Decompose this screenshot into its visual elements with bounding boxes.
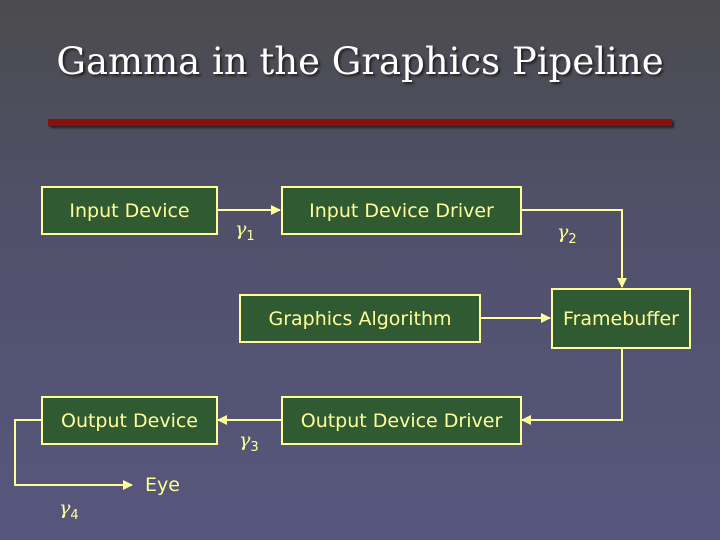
input-device-box: Input Device [41, 186, 218, 235]
gamma-4: γ4 [59, 497, 79, 523]
gamma-2: γ2 [557, 221, 577, 247]
output-device-box: Output Device [41, 396, 218, 445]
arrow-driver-to-framebuffer [521, 209, 627, 288]
framebuffer-box: Framebuffer [551, 288, 691, 349]
slide-title: Gamma in the Graphics Pipeline [56, 40, 664, 83]
title-divider [48, 119, 672, 126]
arrow-output-device-to-eye [14, 419, 133, 490]
output-device-label: Output Device [60, 409, 199, 432]
gamma-3: γ3 [239, 429, 259, 455]
output-device-driver-label: Output Device Driver [300, 409, 503, 432]
graphics-algorithm-label: Graphics Algorithm [268, 307, 452, 330]
input-device-label: Input Device [69, 199, 190, 222]
arrow-framebuffer-to-output-driver [521, 348, 623, 425]
framebuffer-label: Framebuffer [563, 307, 679, 330]
graphics-algorithm-box: Graphics Algorithm [239, 294, 481, 343]
input-device-driver-label: Input Device Driver [309, 199, 494, 222]
eye-label: Eye [145, 474, 180, 496]
input-device-driver-box: Input Device Driver [281, 186, 522, 235]
output-device-driver-box: Output Device Driver [281, 396, 522, 445]
gamma-1: γ1 [235, 218, 255, 244]
